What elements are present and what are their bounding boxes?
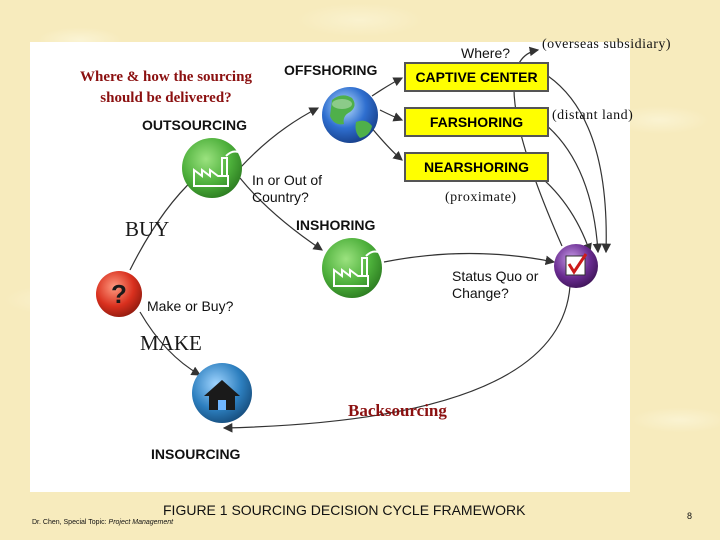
arrow-to-inshoring: [239, 177, 323, 251]
farshoring-box: FARSHORING: [404, 107, 549, 137]
arrow-make-to-insourcing: [139, 311, 202, 376]
overseas-subsidiary-annotation: (overseas subsidiary): [542, 37, 672, 52]
factory-icon: [322, 238, 382, 298]
arrow-to-captive: [371, 77, 404, 97]
insourcing-label: INSOURCING: [151, 446, 241, 462]
backsourcing-annotation: Backsourcing: [348, 401, 447, 420]
in-or-out-line-2: Country?: [252, 189, 309, 205]
arrow-inshoring-to-status: [383, 252, 556, 266]
in-or-out-label: In or Out of Country?: [252, 172, 322, 206]
footer-author: Dr. Chen, Special Topic: Project Managem…: [32, 519, 173, 526]
page-number: 8: [687, 511, 693, 521]
proximate-annotation: (proximate): [445, 190, 517, 205]
arrow-status-to-where: [513, 46, 563, 247]
buy-annotation: BUY: [125, 217, 170, 241]
footer-topic: Project Management: [108, 519, 174, 526]
status-quo-label: Status Quo or Change?: [452, 268, 538, 302]
question-icon: ?: [96, 271, 142, 317]
figure-caption: FIGURE 1 SOURCING DECISION CYCLE FRAMEWO…: [163, 502, 526, 518]
footer-author-text: Dr. Chen, Special Topic:: [32, 519, 109, 526]
factory-icon: [182, 138, 242, 198]
arrow-backsourcing: [222, 285, 571, 433]
status-quo-line-1: Status Quo or: [452, 268, 539, 284]
offshoring-label: OFFSHORING: [284, 62, 378, 78]
where-how-line-2: should be delivered?: [100, 90, 232, 106]
arrow-to-globe: [239, 107, 320, 169]
where-label: Where?: [461, 45, 511, 61]
arrow-nearshoring-to-status: [531, 169, 592, 254]
distant-land-annotation: (distant land): [552, 108, 634, 123]
arrow-captive-to-status: [547, 75, 612, 254]
arrow-farshoring-to-status: [539, 119, 603, 254]
where-how-line-1: Where & how the sourcing: [80, 69, 252, 85]
nearshoring-box: NEARSHORING: [404, 152, 549, 182]
globe-icon: [322, 87, 378, 143]
outsourcing-label: OUTSOURCING: [142, 117, 247, 133]
in-or-out-line-1: In or Out of: [252, 172, 323, 188]
make-or-buy-label: Make or Buy?: [147, 298, 234, 314]
where-how-annotation: Where & how the sourcing should be deliv…: [80, 67, 252, 109]
svg-text:?: ?: [111, 279, 127, 309]
arrow-to-farshoring: [379, 109, 404, 122]
arrow-to-nearshoring: [369, 125, 403, 161]
checkbox-icon: [554, 244, 598, 288]
captive-center-box: CAPTIVE CENTER: [404, 62, 549, 92]
house-icon: [192, 363, 252, 423]
status-quo-line-2: Change?: [452, 285, 509, 301]
make-annotation: MAKE: [140, 331, 202, 355]
inshoring-label: INSHORING: [296, 217, 376, 233]
